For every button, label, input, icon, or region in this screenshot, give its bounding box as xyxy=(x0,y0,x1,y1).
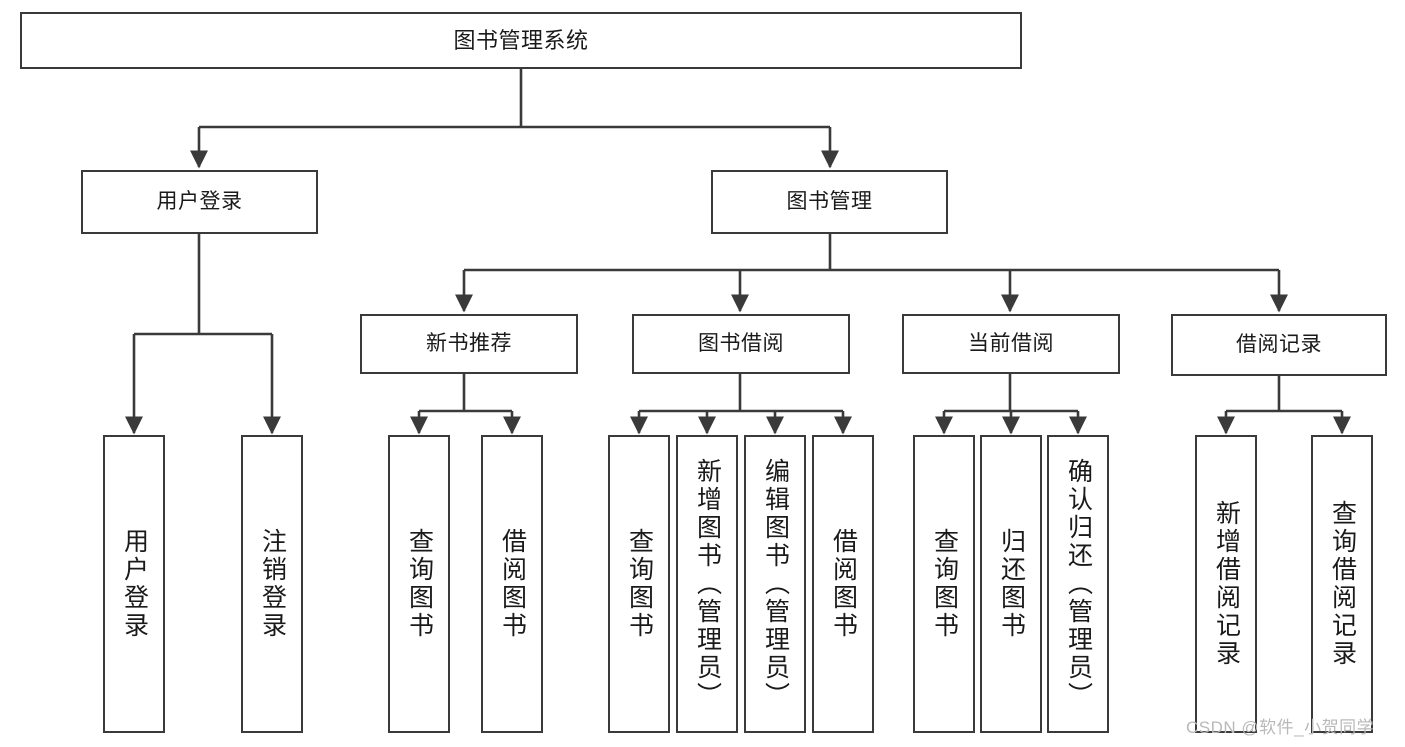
leaf-user-login-logout[interactable]: 注销登录 xyxy=(241,435,303,733)
leaf-record-query-record[interactable]: 查询借阅记录 xyxy=(1311,435,1373,733)
node-book-borrow[interactable]: 图书借阅 xyxy=(632,314,850,374)
node-label: 注销登录 xyxy=(258,528,287,640)
node-label: 图书管理 xyxy=(786,189,873,213)
leaf-record-add-record[interactable]: 新增借阅记录 xyxy=(1195,435,1257,733)
node-new-book-recommend[interactable]: 新书推荐 xyxy=(360,314,578,374)
leaf-borrow-query-book[interactable]: 查询图书 xyxy=(608,435,670,733)
node-label: 借阅图书 xyxy=(498,528,527,640)
node-label: 查询图书 xyxy=(625,528,654,640)
leaf-user-login-login[interactable]: 用户登录 xyxy=(103,435,165,733)
leaf-borrow-add-book-admin[interactable]: 新增图书（管理员） xyxy=(676,435,738,733)
node-user-login[interactable]: 用户登录 xyxy=(81,170,318,234)
leaf-current-return-book[interactable]: 归还图书 xyxy=(980,435,1042,733)
node-label: 查询图书 xyxy=(930,528,959,640)
node-label: 用户登录 xyxy=(120,528,149,640)
node-root-system[interactable]: 图书管理系统 xyxy=(20,12,1022,69)
node-label: 查询借阅记录 xyxy=(1328,500,1357,668)
node-label: 编辑图书（管理员） xyxy=(761,458,790,710)
node-borrow-record[interactable]: 借阅记录 xyxy=(1171,314,1387,376)
node-label: 图书管理系统 xyxy=(453,27,589,53)
leaf-borrow-edit-book-admin[interactable]: 编辑图书（管理员） xyxy=(744,435,806,733)
node-label: 归还图书 xyxy=(997,528,1026,640)
node-label: 当前借阅 xyxy=(968,331,1054,355)
node-label: 新增图书（管理员） xyxy=(693,458,722,710)
node-label: 用户登录 xyxy=(156,189,243,213)
node-label: 查询图书 xyxy=(405,528,434,640)
leaf-recommend-borrow-book[interactable]: 借阅图书 xyxy=(481,435,543,733)
node-label: 借阅记录 xyxy=(1236,332,1322,356)
leaf-current-confirm-return-admin[interactable]: 确认归还（管理员） xyxy=(1047,435,1109,733)
node-label: 借阅图书 xyxy=(829,528,858,640)
leaf-current-query-book[interactable]: 查询图书 xyxy=(913,435,975,733)
node-current-borrow[interactable]: 当前借阅 xyxy=(902,314,1120,374)
leaf-borrow-borrow-book[interactable]: 借阅图书 xyxy=(812,435,874,733)
leaf-recommend-query-book[interactable]: 查询图书 xyxy=(388,435,450,733)
node-label: 新增借阅记录 xyxy=(1212,500,1241,668)
node-label: 新书推荐 xyxy=(426,331,512,355)
node-book-management[interactable]: 图书管理 xyxy=(711,170,948,234)
node-label: 图书借阅 xyxy=(698,331,784,355)
node-label: 确认归还（管理员） xyxy=(1064,458,1093,710)
